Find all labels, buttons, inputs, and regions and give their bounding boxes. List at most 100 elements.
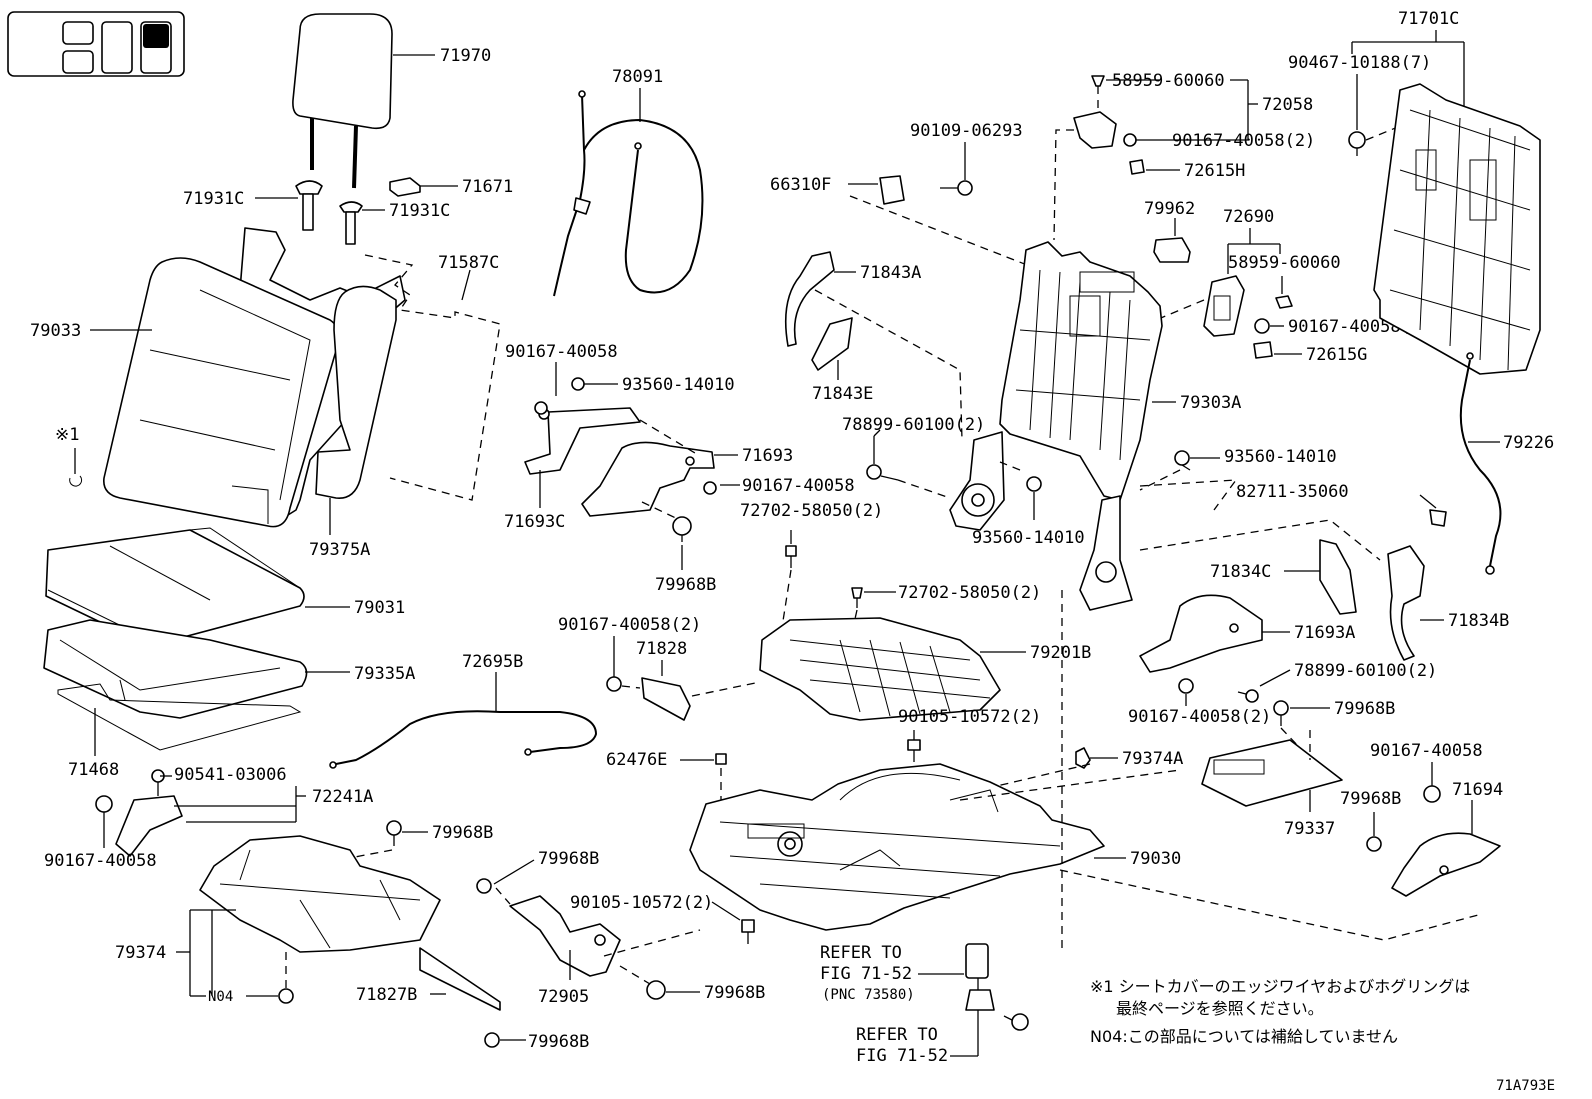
bolt-90167-40058-d [95, 795, 113, 813]
label-79335a: 79335A [354, 664, 415, 684]
bolt-90167-40058-a [534, 401, 548, 415]
refer-block-2-line2: FIG 71-52 [856, 1046, 948, 1066]
latch-72058 [1073, 111, 1117, 149]
label-82711-35060: 82711-35060 [1236, 482, 1349, 502]
label-90167-40058-2c: 90167-40058(2) [1128, 707, 1271, 727]
label-79337: 79337 [1284, 819, 1335, 839]
clip-79968b-a [672, 516, 692, 542]
label-62476e: 62476E [606, 750, 667, 770]
label-79030: 79030 [1130, 849, 1181, 869]
part-79962 [1153, 237, 1191, 263]
bolt-78899-60100-b [1237, 689, 1259, 703]
lower-cover-79374 [199, 835, 441, 953]
bolt-78899-60100-a [866, 464, 899, 481]
refer-block-2-line1: REFER TO [856, 1025, 938, 1045]
label-58959-60060-b: 58959-60060 [1228, 253, 1341, 273]
label-90167-40058-a: 90167-40058 [505, 342, 618, 362]
clip-79968b-g [646, 980, 666, 1000]
label-71671: 71671 [462, 177, 513, 197]
label-72241a: 72241A [312, 787, 373, 807]
bracket-72241a [115, 795, 183, 857]
label-90109-06293: 90109-06293 [910, 121, 1023, 141]
headrest-71970 [292, 13, 393, 189]
label-79375a: 79375A [309, 540, 370, 560]
bracket-71827b [419, 947, 501, 1011]
label-71834b: 71834B [1448, 611, 1509, 631]
back-panel-71701c [1373, 83, 1541, 375]
bolt-90167-40058-b [703, 481, 717, 495]
bolt-72702-58050-a [785, 545, 797, 568]
label-78899-60100-b: 78899-60100(2) [1294, 661, 1437, 681]
refer-block-1-line2: FIG 71-52 [820, 964, 912, 984]
clip-79374a [1075, 747, 1091, 769]
note-1-line-1: ※1 シートカバーのエッジワイヤおよびホグリングは [1090, 977, 1470, 996]
sheet-71468 [57, 683, 302, 751]
label-79962: 79962 [1144, 199, 1195, 219]
clip-79968b-c [1366, 836, 1382, 852]
bolt-72702-58050-b [851, 587, 863, 608]
label-79033: 79033 [30, 321, 81, 341]
label-71693a: 71693A [1294, 623, 1355, 643]
clip-58959-60060-a [1091, 75, 1105, 87]
cover-79337 [1201, 739, 1343, 807]
label-71694: 71694 [1452, 780, 1503, 800]
refer-block-1-line3: (PNC 73580) [822, 987, 915, 1003]
ref-note-marker: ※1 [55, 425, 79, 445]
bracket-71693 [581, 441, 715, 517]
refer-block-1-line1: REFER TO [820, 943, 902, 963]
label-90167-40058-2a: 90167-40058(2) [1172, 131, 1315, 151]
buckle-assembly [965, 943, 995, 1011]
label-72905: 72905 [538, 987, 589, 1007]
clip-79968b-d [386, 820, 402, 846]
label-79374: 79374 [115, 943, 166, 963]
label-71828: 71828 [636, 639, 687, 659]
label-71468: 71468 [68, 760, 119, 780]
pad-71587c [364, 254, 501, 501]
cover-71834c [1319, 539, 1357, 615]
label-79201b: 79201B [1030, 643, 1091, 663]
headrest-guide-71931c [295, 180, 363, 245]
bracket-71693a [1139, 594, 1263, 673]
label-90541-03006: 90541-03006 [174, 765, 287, 785]
label-71587c: 71587C [438, 253, 499, 273]
bracket-71694 [1391, 832, 1501, 897]
label-72615g: 72615G [1306, 345, 1367, 365]
label-79968b-g: 79968B [704, 983, 765, 1003]
bolt-90105-10572-b [741, 919, 755, 944]
label-71931c-right: 71931C [389, 201, 450, 221]
label-71843e: 71843E [812, 384, 873, 404]
label-n04: N04 [208, 989, 233, 1005]
cover-71834b [1387, 545, 1425, 661]
clip-n04 [278, 988, 294, 1004]
label-90105-10572-b: 90105-10572(2) [570, 893, 713, 913]
part-71828 [641, 677, 691, 721]
label-79968b-a: 79968B [655, 575, 716, 595]
note-1-line-2: 最終ページを参照ください。 [1116, 999, 1324, 1018]
bolt-90105-10572-a [907, 739, 921, 762]
clip-72615h [1129, 159, 1145, 175]
bolt-93560-14010-c [1174, 450, 1191, 471]
bolt-90167-40058-2a [1123, 133, 1137, 147]
label-71931c-left: 71931C [183, 189, 244, 209]
bolt-refer-2 [1003, 1013, 1029, 1031]
cable-79226 [1459, 352, 1502, 575]
bolt-90167-40058-2c [1178, 678, 1194, 694]
label-71843a: 71843A [860, 263, 921, 283]
seat-position-selector-icon [7, 11, 185, 77]
label-90467-10188: 90467-10188(7) [1288, 53, 1431, 73]
recliner-left [949, 431, 1005, 531]
seatback-frame-79303a [999, 241, 1163, 501]
cable-72695b [329, 710, 598, 769]
clip-58959-60060-b [1275, 295, 1293, 309]
label-79226: 79226 [1503, 433, 1554, 453]
label-71701c: 71701C [1398, 9, 1459, 29]
label-93560-14010-b: 93560-14010 [972, 528, 1085, 548]
label-71693: 71693 [742, 446, 793, 466]
bolt-90167-40058-c [1423, 785, 1441, 803]
label-71834c: 71834C [1210, 562, 1271, 582]
clip-72615g [1253, 341, 1273, 359]
bracket-72905 [509, 895, 621, 977]
label-79968b-f: 79968B [538, 849, 599, 869]
label-90167-40058-2d: 90167-40058(2) [558, 615, 701, 635]
label-79374a: 79374A [1122, 749, 1183, 769]
